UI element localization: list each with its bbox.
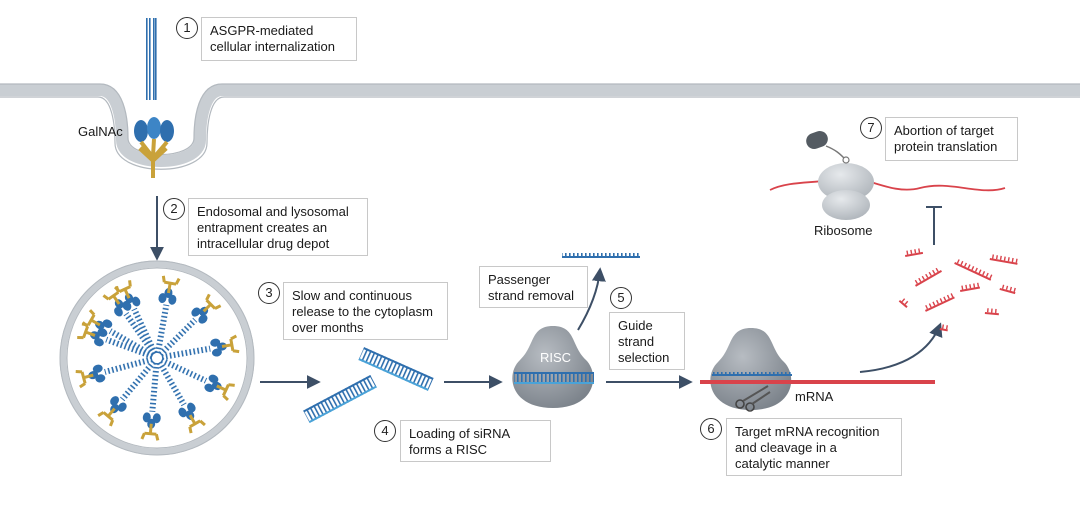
ribosome (769, 130, 1006, 220)
mrna-fragment (914, 267, 942, 287)
endosome-conjugate (157, 293, 222, 358)
endosome (59, 260, 255, 456)
galnac-label: GalNAc (78, 124, 123, 139)
step-number-2: 2 (163, 198, 185, 220)
released-sirna (303, 347, 434, 424)
arrow-passenger-removal (577, 267, 606, 331)
mrna-fragment (960, 282, 981, 292)
risc-complex-target (710, 328, 792, 410)
galnac-sirna-conjugate (134, 18, 174, 178)
endosome-conjugate (156, 359, 206, 434)
endosome-conjugate (160, 334, 240, 361)
mrna-fragment (905, 248, 924, 257)
step-7-box: Abortion of target protein translation (885, 117, 1018, 161)
inhibition-bar (926, 206, 942, 245)
step-number-4: 4 (374, 420, 396, 442)
step-number-7: 7 (860, 117, 882, 139)
endosome-conjugate (114, 280, 159, 356)
endosome-conjugate (97, 359, 157, 427)
step-3-box: Slow and continuous release to the cytop… (283, 282, 448, 340)
step-2-box: Endosomal and lysosomal entrapment creat… (188, 198, 368, 256)
mrna-fragment (984, 308, 999, 316)
arrow-cleavage (859, 322, 943, 373)
protein-icon (806, 130, 850, 164)
step-number-5: 5 (610, 287, 632, 309)
endosome-conjugate (159, 356, 235, 401)
endosome-conjugate (77, 321, 155, 360)
mrna-fragment (989, 254, 1018, 265)
step-1-box: ASGPR-mediated cellular internalization (201, 17, 357, 61)
endosome-conjugate (75, 356, 154, 389)
mrna-fragment (999, 284, 1016, 295)
step-4-box: Loading of siRNA forms a RISC (400, 420, 551, 462)
step-number-6: 6 (700, 418, 722, 440)
step-number-1: 1 (176, 17, 198, 39)
cleaved-mrna-fragments (898, 248, 1018, 332)
risc-label: RISC (540, 350, 572, 365)
step-6-box: Target mRNA recognition and cleavage in … (726, 418, 902, 476)
step-5-box: Guide strand selection (609, 312, 685, 370)
risc-complex-loading (512, 326, 594, 408)
target-mrna (700, 380, 935, 384)
mrna-fragment (954, 259, 993, 281)
endosome-conjugate (154, 275, 181, 355)
ribosome-label: Ribosome (814, 223, 873, 238)
passenger-removal-box: Passenger strand removal (479, 266, 588, 308)
mrna-fragment (939, 324, 948, 332)
endosome-conjugate (102, 285, 158, 357)
mrna-fragment (898, 298, 909, 308)
mrna-label: mRNA (795, 389, 834, 404)
scissors-icon (735, 385, 771, 412)
passenger-strand (562, 253, 640, 258)
endosome-conjugate (140, 361, 161, 441)
step-number-3: 3 (258, 282, 280, 304)
mrna-fragment (925, 293, 955, 312)
